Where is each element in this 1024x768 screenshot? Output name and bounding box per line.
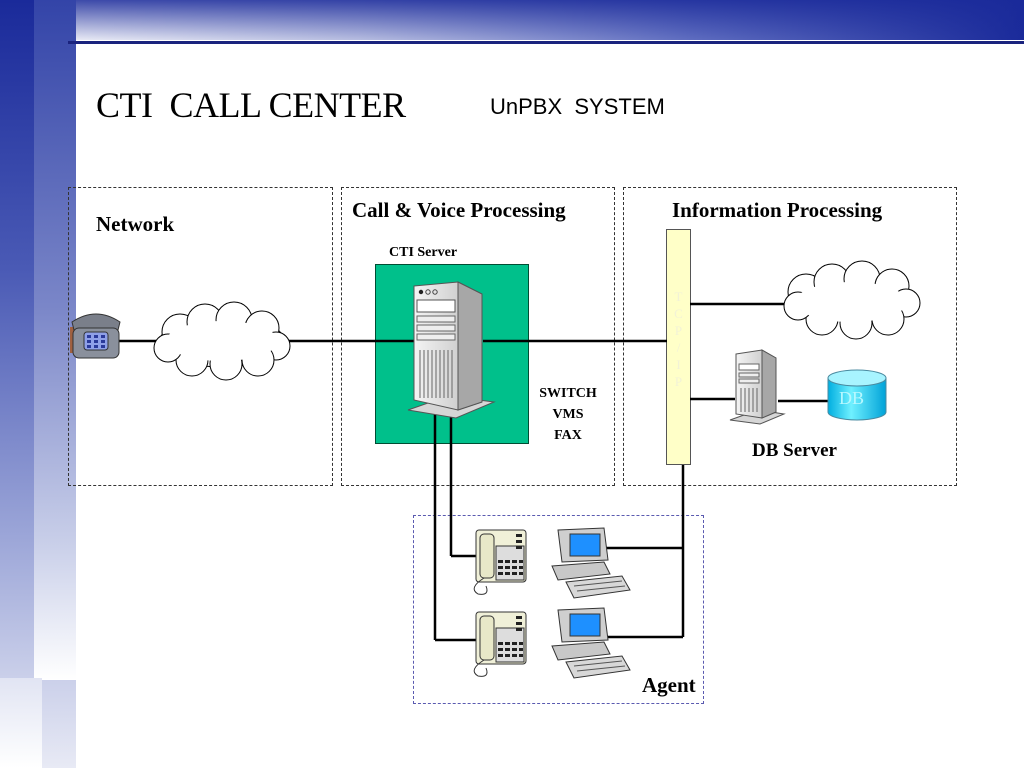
agent-computer-icon-1: [551, 527, 631, 599]
tcpip-letter: P: [674, 374, 683, 389]
tcpip-label: T C P / I P: [666, 288, 691, 390]
information-cloud: [783, 260, 921, 340]
db-label: DB: [839, 388, 865, 408]
agent-phone-icon-2: [473, 611, 527, 677]
top-decor-shade: [76, 0, 1024, 40]
tcpip-letter: P: [674, 323, 683, 338]
cti-server-icon: [407, 281, 496, 419]
tcpip-letter: C: [674, 306, 683, 321]
cti-server-label: CTI Server: [389, 245, 458, 260]
network-section: [68, 187, 333, 486]
call-voice-label: Call & Voice Processing: [352, 198, 566, 222]
agent-section: [413, 515, 704, 704]
db-server-icon: [729, 349, 786, 425]
left-decor-tail: [0, 678, 42, 768]
connection-lines: [118, 302, 830, 642]
telephone-icon: [70, 313, 121, 359]
call-voice-section: [341, 187, 615, 486]
tcpip-letter: I: [676, 357, 681, 372]
tcpip-letter: /: [676, 340, 681, 355]
agent-label: Agent: [642, 673, 696, 697]
tcpip-letter: T: [674, 289, 683, 304]
agent-phone-icon-1: [473, 529, 527, 595]
information-section: [623, 187, 957, 486]
information-label: Information Processing: [672, 198, 883, 222]
title-rule: [68, 41, 1024, 44]
db-server-label: DB Server: [752, 440, 837, 461]
tcpip-bus: [666, 229, 691, 465]
switch-label: SWITCH: [539, 386, 597, 401]
slide-title: CTI CALL CENTER: [96, 85, 406, 125]
network-cloud: [153, 301, 291, 381]
left-decor-inner: [34, 0, 76, 680]
database-cylinder-icon: [827, 369, 887, 421]
vms-label: VMS: [552, 407, 584, 422]
network-label: Network: [96, 212, 175, 236]
agent-computer-icon-2: [551, 607, 631, 679]
slide-subtitle: UnPBX SYSTEM: [490, 94, 665, 119]
fax-label: FAX: [554, 428, 582, 443]
